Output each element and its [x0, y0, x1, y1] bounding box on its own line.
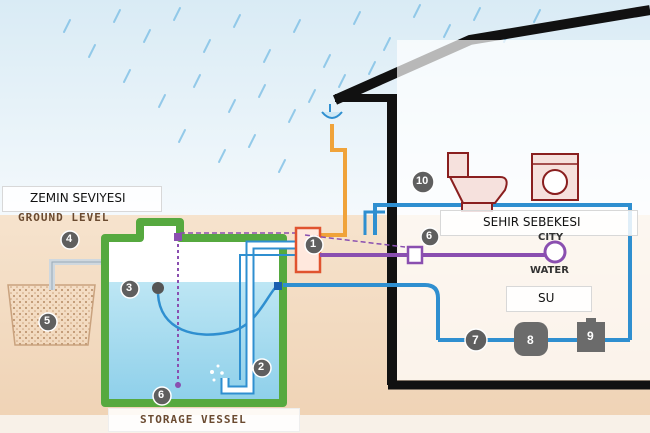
marker-2-label: 2 [258, 361, 265, 373]
supply-pipe-to-house [283, 283, 440, 340]
marker-6a [420, 227, 440, 247]
washing-machine-icon [531, 153, 579, 201]
city-supply-dashed [304, 234, 406, 248]
zemin-seviyesi-label: ZEMIN SEVIYESI [30, 191, 126, 205]
su-box [506, 286, 592, 312]
downpipe-orange [312, 124, 347, 237]
bubbles [210, 364, 224, 382]
marker-10-label: 10 [416, 175, 429, 187]
riser-to-appliances [373, 203, 632, 340]
marker-5 [38, 312, 58, 332]
marker-7 [464, 328, 488, 352]
marker-5-label: 5 [44, 315, 51, 327]
city-water-connection [543, 240, 567, 264]
float-ball-icon [152, 282, 164, 294]
control-unit-icon [577, 322, 605, 352]
floating-suction-hose [156, 287, 276, 336]
marker-10 [411, 170, 435, 194]
zemin-seviyesi-box [2, 186, 162, 212]
sehir-sebekesi-box [440, 210, 638, 236]
ground-bottom-strip [0, 415, 650, 433]
city-valve [406, 245, 424, 265]
marker-2 [252, 358, 272, 378]
water-label: WATER [530, 265, 569, 276]
marker-7-label: 7 [472, 333, 479, 347]
second-riser [363, 210, 385, 235]
city-label: CITY [538, 232, 564, 243]
storage-vessel-label: STORAGE VESSEL [140, 413, 247, 426]
expansion-tank-icon [514, 322, 548, 356]
markers [38, 170, 488, 406]
storage-vessel-box [108, 408, 300, 432]
toilet-icon [447, 152, 508, 212]
marker-6b [152, 386, 172, 406]
marker-3 [120, 279, 140, 299]
marker-6a-label: 6 [426, 230, 433, 242]
gutter [321, 104, 343, 119]
marker-9-label: 9 [587, 329, 594, 343]
su-label: SU [538, 291, 555, 305]
marker-8-label: 8 [527, 333, 534, 347]
marker-4 [60, 230, 80, 250]
rain-drops [63, 4, 541, 173]
marker-3-label: 3 [126, 282, 133, 294]
marker-6b-label: 6 [158, 389, 165, 401]
sehir-sebekesi-label: SEHIR SEBEKESI [483, 215, 581, 229]
marker-1 [304, 235, 324, 255]
marker-4-label: 4 [66, 233, 73, 245]
ground-level-label: GROUND LEVEL [18, 211, 110, 224]
marker-1-label: 1 [310, 238, 317, 250]
